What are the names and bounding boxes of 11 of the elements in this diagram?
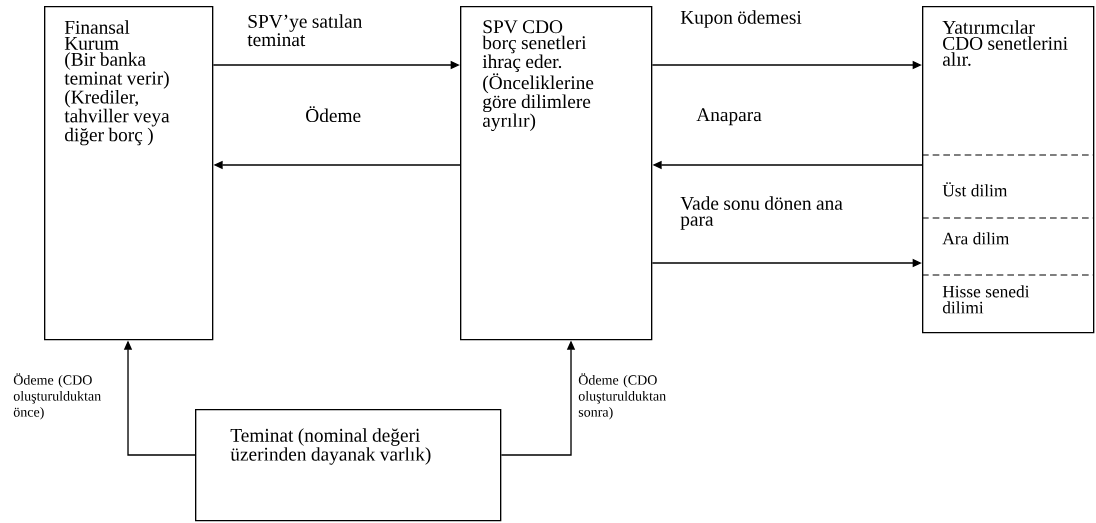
process-box: Finansal Kurum (Bir banka teminat verir) (Krediler, tahviller veya diğer borç )	[44, 6, 214, 341]
process-box: Yatırımcılar CDO senetlerini alır. Üst dilim Ara dilim Hisse senedi dilimi	[921, 6, 1095, 334]
process-box: SPV CDO borç senetleri ihraç eder. (Önceliklerine göre dilimlere ayrılır)	[460, 6, 653, 341]
process-box: Teminat (nominal değeri üzerinden dayanak varlık)	[195, 409, 502, 522]
edge-label: Ödeme	[306, 106, 361, 123]
edge-label: Ödeme (CDO oluşturulduktan sonra)	[578, 373, 666, 420]
edge-label: Vade sonu dönen ana para	[680, 196, 843, 230]
edge-label: Anapara	[696, 108, 762, 126]
edge-label: Ödeme (CDO oluşturulduktan önce)	[13, 373, 101, 420]
edge-label: SPV’ye satılan teminat	[247, 14, 363, 47]
edge-label: Kupon ödemesi	[680, 10, 802, 28]
